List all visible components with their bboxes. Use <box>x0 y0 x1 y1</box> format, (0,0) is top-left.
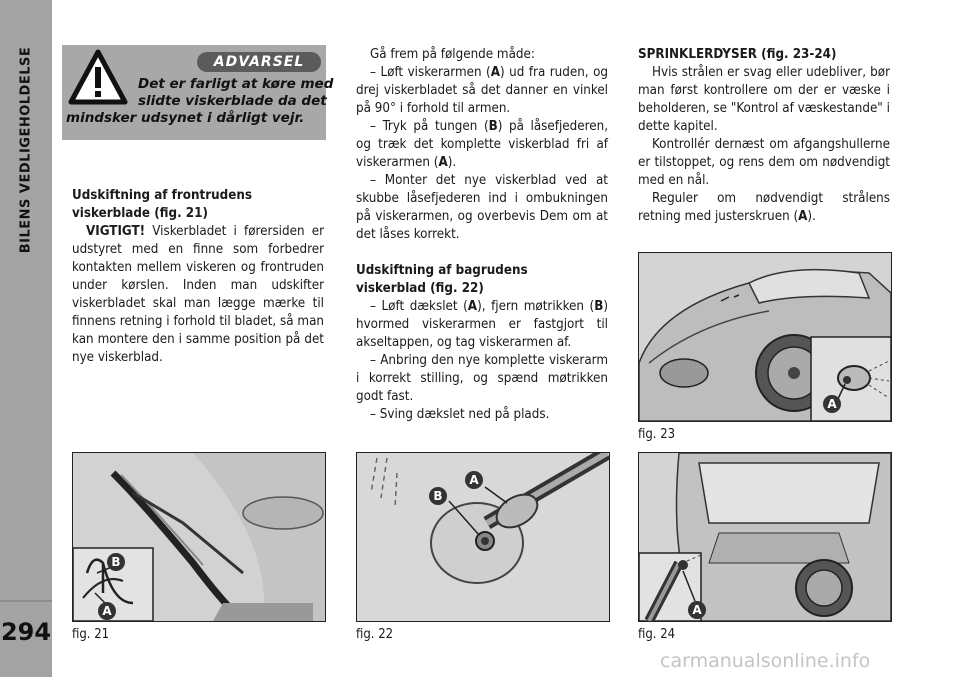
part-reference: A <box>467 299 478 314</box>
rear-wiper-heading-1: Udskiftning af bagrudens <box>356 263 528 278</box>
front-step-1: – Løft viskerarmen (A) ud fra ruden, og … <box>356 64 608 118</box>
text-segment: ), fjern møtrikken ( <box>477 299 595 314</box>
figure-23-front-washer-jets <box>638 252 892 422</box>
rear-steps-list: – Løft dækslet (A), fjern møtrikken (B) … <box>356 298 608 424</box>
warning-heading: ADVARSEL <box>197 52 321 72</box>
figure-24-caption: fig. 24 <box>638 627 676 642</box>
rear-wiper-heading-2: viskerblad (fig. 22) <box>356 281 484 296</box>
part-reference: A <box>798 209 808 224</box>
procedure-intro: Gå frem på følgende måde: <box>370 47 535 62</box>
text-segment: – Sving dækslet ned på plads. <box>370 407 550 422</box>
rear-step-1: – Løft dækslet (A), fjern møtrikken (B) … <box>356 298 608 352</box>
figure-22-rear-wiper <box>356 452 610 622</box>
text-segment: ) hvormed viskerarmen er fastgjort til a… <box>356 299 608 350</box>
sidebar: BILENS VEDLIGEHOLDELSE 294 <box>0 0 52 677</box>
warning-line-2: slidte viskerblade da det <box>138 93 327 109</box>
watermark: carmanualsonline.info <box>660 650 871 672</box>
fig22-label-a: A <box>465 471 483 489</box>
section-title: BILENS VEDLIGEHOLDELSE <box>18 46 34 254</box>
figure-21-caption: fig. 21 <box>72 627 110 642</box>
fig22-label-b: B <box>429 487 447 505</box>
sprinkler-heading: SPRINKLERDYSER (fig. 23-24) <box>638 47 837 62</box>
front-step-3: – Monter det nye viskerblad ved at skubb… <box>356 172 608 244</box>
figure-23-caption: fig. 23 <box>638 427 676 442</box>
fig21-label-b: B <box>107 553 125 571</box>
fig21-label-a: A <box>98 602 116 620</box>
text-segment: – Monter det nye viskerblad ved at skubb… <box>356 173 608 242</box>
fig23-label-a: A <box>823 395 841 413</box>
part-reference: B <box>594 299 604 314</box>
page-number-divider <box>0 600 52 602</box>
figure-22-caption: fig. 22 <box>356 627 394 642</box>
part-reference: A <box>490 65 500 80</box>
sprinkler-paragraph-3: Reguler om nødvendigt strålens retning m… <box>638 190 890 226</box>
front-step-2: – Tryk på tungen (B) på låsefjederen, og… <box>356 118 608 172</box>
sprinkler-paragraph-2: Kontrollér dernæst om afgangshullerne er… <box>638 136 890 190</box>
column-2: Gå frem på følgende måde: – Løft viskera… <box>356 46 608 424</box>
important-text: Viskerbladet i førersiden er udstyret me… <box>72 224 324 365</box>
front-steps-list: – Løft viskerarmen (A) ud fra ruden, og … <box>356 64 608 244</box>
warning-triangle-icon <box>68 49 128 105</box>
text-segment: ). <box>807 209 816 224</box>
text-segment: – Løft viskerarmen ( <box>370 65 491 80</box>
text-segment: ) ud fra ruden, og drej viskerbladet så … <box>356 65 608 116</box>
front-wiper-heading-2: viskerblade (fig. 21) <box>72 206 208 221</box>
text-segment: ). <box>447 155 457 170</box>
sprinkler-paragraph-1: Hvis strålen er svag eller udebliver, bø… <box>638 64 890 136</box>
important-label: VIGTIGT! <box>86 224 146 239</box>
text-segment: Hvis strålen er svag eller udebliver, bø… <box>638 65 890 134</box>
important-paragraph: VIGTIGT! Viskerbladet i førersiden er ud… <box>72 223 324 367</box>
text-segment: – Løft dækslet ( <box>370 299 468 314</box>
front-wiper-heading-1: Udskiftning af frontrudens <box>72 188 252 203</box>
warning-box: ADVARSEL Det er farligt at køre med slid… <box>62 45 333 140</box>
rear-step-3: – Sving dækslet ned på plads. <box>356 406 608 424</box>
rear-step-2: – Anbring den nye komplette viskerarm i … <box>356 352 608 406</box>
column-3: SPRINKLERDYSER (fig. 23-24) Hvis strålen… <box>638 46 890 226</box>
figure-24-rear-washer-jet <box>638 452 892 622</box>
text-segment: – Tryk på tungen ( <box>370 119 489 134</box>
sprinkler-paragraphs: Hvis strålen er svag eller udebliver, bø… <box>638 64 890 226</box>
column-1: Udskiftning af frontrudens viskerblade (… <box>72 187 324 367</box>
text-segment: Reguler om nødvendigt strålens retning m… <box>638 191 890 224</box>
warning-line-1: Det er farligt at køre med <box>138 76 334 92</box>
part-reference: B <box>488 119 498 134</box>
page-number: 294 <box>0 618 52 646</box>
text-segment: Kontrollér dernæst om afgangshullerne er… <box>638 137 890 188</box>
part-reference: A <box>438 155 448 170</box>
warning-line-3: mindsker udsynet i dårligt vejr. <box>66 110 305 126</box>
text-segment: – Anbring den nye komplette viskerarm i … <box>356 353 608 404</box>
fig24-label-a: A <box>688 601 706 619</box>
text-segment: ) på låsefjederen, og træk det komplette… <box>356 119 608 170</box>
figure-21-wiper-arm <box>72 452 326 622</box>
